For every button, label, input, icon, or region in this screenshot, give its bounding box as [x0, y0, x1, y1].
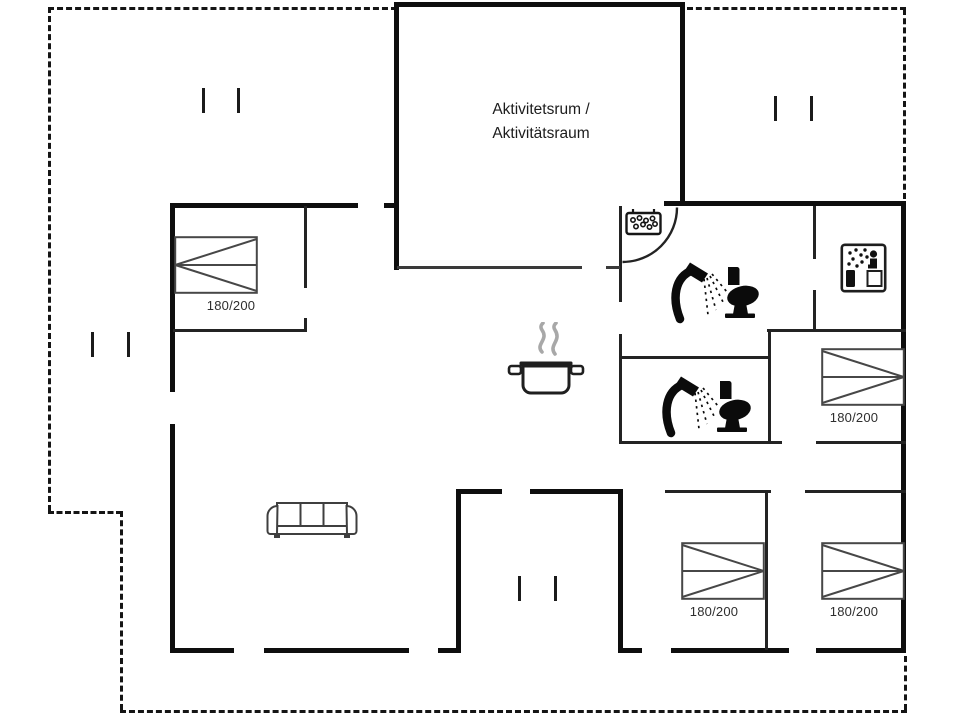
wall-activity-right: [680, 2, 685, 206]
window-tick: [554, 576, 557, 601]
boundary-dash-left-lower: [120, 511, 123, 710]
wall-top-right: [664, 201, 906, 206]
wall-bottom-3: [438, 648, 461, 653]
wall-bathroom-left-a: [619, 206, 622, 302]
sauna-icon: [840, 243, 887, 293]
wall-bedroom-left-partition-a: [304, 206, 307, 288]
wall-top-stub: [384, 203, 398, 208]
wall-top-left-wing: [170, 203, 358, 208]
boundary-dash-bottom: [120, 710, 907, 713]
wall-entrance-right: [618, 489, 623, 653]
wall-bottom-2: [264, 648, 409, 653]
wall-left-upper: [170, 203, 175, 392]
wall-bathroom-divider: [619, 356, 769, 359]
window-tick: [810, 96, 813, 121]
window-tick: [237, 88, 240, 113]
wall-sauna-divider-a: [813, 206, 816, 259]
kitchen-counter-line: [397, 266, 582, 269]
window-tick: [518, 576, 521, 601]
wall-activity-top: [394, 2, 685, 7]
activity-room-label: Aktivitetsrum / Aktivitätsraum: [397, 98, 685, 146]
double-bed-icon: [821, 542, 905, 600]
toilet-icon: [725, 267, 759, 318]
washing-machine-icon: [625, 209, 662, 236]
window-tick: [91, 332, 94, 357]
wall-bathroom-left-b: [619, 334, 622, 444]
sofa-icon: [266, 502, 358, 538]
wall-bedroom-right-bottom: [816, 441, 906, 444]
wall-bathroom2-bottom: [620, 441, 782, 444]
wall-sauna-divider-b: [813, 290, 816, 332]
double-bed-icon: [821, 348, 905, 406]
boundary-dash-left-upper: [48, 7, 51, 511]
door-swing-arc: [622, 207, 679, 264]
bed-size-label: 180/200: [689, 604, 739, 619]
wall-entrance-top-1: [456, 489, 502, 494]
wall-activity-left: [394, 2, 399, 270]
window-tick: [202, 88, 205, 113]
wall-hall-bedrooms-a: [665, 490, 771, 493]
wall-bottom-5: [671, 648, 789, 653]
wall-entrance-top-2: [530, 489, 623, 494]
shower-icon: [662, 376, 719, 438]
wall-bottom-1: [170, 648, 234, 653]
activity-room-label-line2: Aktivitätsraum: [492, 125, 590, 142]
cooking-pot-icon: [507, 322, 585, 395]
wall-bottom-6: [816, 648, 906, 653]
double-bed-icon: [681, 542, 765, 600]
wall-hall-bedrooms-b: [805, 490, 906, 493]
kitchen-counter-stub: [606, 266, 620, 269]
double-bed-icon: [174, 236, 258, 294]
bed-size-label: 180/200: [206, 298, 256, 313]
wall-bedroom-right-left: [768, 329, 771, 444]
wall-bedroom-left-partition-b: [304, 318, 307, 332]
wall-bottom-bedrooms-divider: [765, 492, 768, 650]
boundary-dash-right-lower: [904, 656, 907, 710]
bed-size-label: 180/200: [829, 604, 879, 619]
window-tick: [127, 332, 130, 357]
wall-bottom-4: [618, 648, 642, 653]
boundary-dash-top-left: [48, 7, 397, 10]
wall-entrance-left: [456, 489, 461, 653]
wall-sauna-bottom: [767, 329, 906, 332]
wall-left-lower: [170, 424, 175, 653]
wall-right: [901, 201, 906, 653]
bed-size-label: 180/200: [829, 410, 879, 425]
wall-bedroom-left-bottom: [173, 329, 307, 332]
activity-room-label-line1: Aktivitetsrum /: [492, 101, 590, 118]
toilet-icon: [717, 381, 751, 432]
boundary-dash-top-right: [687, 7, 906, 10]
boundary-dash-step: [48, 511, 122, 514]
boundary-dash-right-upper: [903, 9, 906, 199]
window-tick: [774, 96, 777, 121]
shower-icon: [671, 262, 728, 324]
